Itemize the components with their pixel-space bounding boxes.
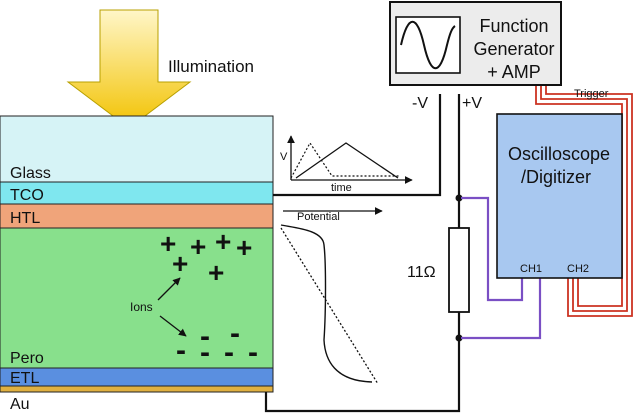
positive-ion: + (172, 248, 188, 279)
channel-wires (461, 196, 542, 340)
voltage-time-inset: V time (280, 135, 413, 194)
function-generator-line1: Function (479, 16, 548, 36)
junction-top (455, 194, 463, 202)
potential-label: Potential (297, 211, 340, 223)
negative-ions: - - - - - - (176, 317, 258, 369)
ions-label: Ions (130, 300, 153, 314)
positive-ion: + (208, 257, 224, 288)
negative-ion: - (176, 334, 186, 367)
trigger-wire-c (545, 86, 633, 317)
device-stack (0, 115, 274, 393)
negative-ion: - (200, 320, 210, 353)
sine-wave-icon (400, 21, 456, 69)
negative-ion: - (248, 336, 258, 369)
glass-label: Glass (10, 165, 51, 182)
inset-dotted-pulse (290, 141, 400, 179)
tco-to-neg-wire (273, 94, 442, 197)
htl-layer (0, 203, 274, 229)
resistor (448, 227, 470, 313)
pero-layer (0, 227, 274, 369)
negative-ion: - (200, 336, 210, 369)
potential-profile-solid (280, 224, 373, 383)
pos-terminal-label: +V (462, 95, 482, 112)
positive-ion: + (190, 231, 206, 262)
glass-layer (0, 115, 274, 183)
ions-arrow-down (159, 315, 187, 337)
function-generator-screen (395, 16, 461, 74)
positive-ion: + (160, 228, 176, 259)
function-generator-line3: + AMP (487, 62, 541, 82)
ch2-label: CH2 (567, 263, 589, 275)
positive-ion: + (236, 232, 252, 263)
ions-arrow-up (157, 277, 181, 301)
ch1-wire-bottom (461, 278, 542, 340)
inset-y-label: V (280, 151, 288, 163)
etl-label: ETL (10, 370, 39, 387)
oscilloscope-box (496, 113, 623, 279)
resistor-to-au-wire (264, 312, 461, 413)
negative-ion: - (224, 336, 234, 369)
oscilloscope-line1: Oscilloscope (508, 144, 610, 164)
au-label: Au (10, 396, 30, 413)
oscilloscope-line2: /Digitizer (521, 167, 591, 187)
potential-profile-dotted (280, 227, 379, 385)
illumination-arrow (66, 9, 192, 129)
inset-triangle-sweep (295, 142, 399, 179)
junction-bottom (455, 334, 463, 342)
circuit-wires (264, 94, 461, 413)
trigger-label: Trigger (574, 88, 609, 100)
positive-ion: + (215, 226, 231, 257)
htl-label: HTL (10, 210, 40, 227)
pero-label: Pero (10, 350, 44, 367)
inset-x-label: time (331, 182, 352, 194)
illumination-label: Illumination (168, 57, 254, 76)
neg-terminal-label: -V (412, 95, 428, 112)
etl-layer (0, 367, 274, 387)
positive-ions: + + + + + + (160, 226, 252, 288)
function-generator-line2: Generator (473, 39, 554, 59)
au-layer (0, 385, 274, 393)
negative-ion: - (230, 317, 240, 350)
resistor-label: 11Ω (407, 264, 436, 281)
tco-label: TCO (10, 187, 44, 204)
ch1-label: CH1 (520, 263, 542, 275)
ch1-wire-top (461, 196, 524, 302)
trigger-wire-b (540, 86, 628, 312)
